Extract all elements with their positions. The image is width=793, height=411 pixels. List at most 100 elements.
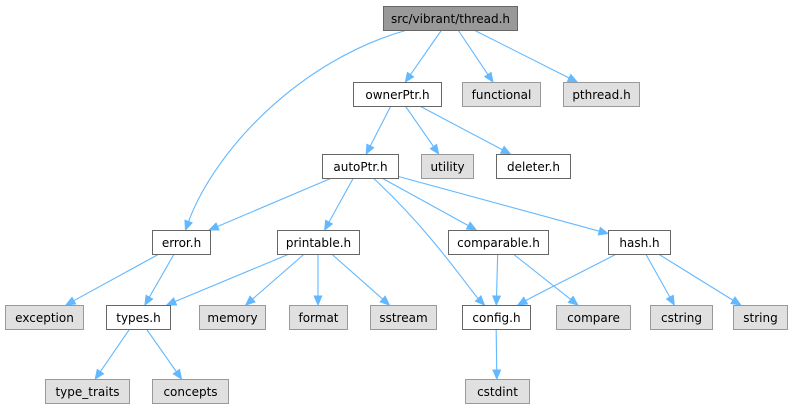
node-label: src/vibrant/thread.h	[391, 12, 510, 26]
edge-printable-to-sstream	[331, 253, 391, 306]
edge-arrowhead	[597, 226, 610, 236]
edge-line	[148, 253, 175, 298]
node-concepts: concepts	[152, 379, 229, 404]
edge-printable-to-types	[165, 253, 290, 306]
node-compare: compare	[556, 305, 631, 330]
node-label: comparable.h	[457, 236, 540, 250]
edge-hash-to-cstring	[645, 253, 675, 307]
node-box	[370, 305, 437, 330]
node-box	[462, 305, 531, 330]
node-printable[interactable]: printable.h	[277, 230, 360, 255]
edge-arrowhead	[244, 295, 256, 306]
node-cstdint: cstdint	[465, 379, 530, 404]
node-hash[interactable]: hash.h	[608, 230, 671, 255]
node-comparable[interactable]: comparable.h	[448, 230, 549, 255]
node-label: string	[743, 311, 777, 325]
edge-arrowhead	[492, 295, 502, 307]
edge-line	[496, 253, 499, 297]
edge-types-to-type_traits	[94, 328, 131, 381]
edge-arrowhead	[499, 145, 512, 155]
edge-line	[217, 177, 332, 227]
edge-config-to-cstdint	[492, 328, 502, 381]
node-label: type_traits	[55, 385, 119, 399]
edge-line	[99, 328, 131, 372]
node-label: error.h	[162, 236, 201, 250]
node-box	[383, 6, 518, 31]
node-label: printable.h	[286, 236, 351, 250]
node-box	[556, 305, 631, 330]
edge-line	[174, 253, 290, 303]
node-string: string	[733, 305, 788, 330]
node-box	[45, 379, 130, 404]
node-box	[650, 305, 713, 330]
node-label: cstring	[661, 311, 702, 325]
node-functional: functional	[462, 82, 541, 107]
edge-arrowhead	[516, 296, 529, 306]
edge-autoPtr-to-config	[372, 177, 486, 306]
edge-line	[369, 105, 392, 147]
edge-arrowhead	[492, 369, 502, 381]
node-error[interactable]: error.h	[152, 230, 211, 255]
edge-hash-to-string	[658, 253, 742, 306]
edge-arrowhead	[566, 73, 579, 83]
node-box	[608, 230, 671, 255]
node-label: utility	[430, 160, 464, 174]
edge-comparable-to-config	[492, 253, 502, 307]
edge-arrowhead	[184, 219, 193, 232]
edge-line	[525, 253, 617, 302]
edge-thread-to-error	[184, 29, 408, 232]
node-box	[199, 305, 266, 330]
edge-line	[658, 253, 734, 301]
node-ownerPtr[interactable]: ownerPtr.h	[353, 82, 442, 107]
edge-line	[331, 253, 384, 300]
edge-line	[252, 253, 305, 300]
node-label: hash.h	[619, 236, 659, 250]
edge-arrowhead	[172, 368, 183, 381]
edge-line	[188, 29, 408, 222]
edge-arrowhead	[365, 143, 375, 156]
edge-line	[404, 105, 434, 147]
node-box	[448, 230, 549, 255]
edge-arrowhead	[64, 296, 77, 306]
edge-line	[419, 105, 503, 151]
node-types[interactable]: types.h	[106, 305, 171, 330]
edge-arrowhead	[313, 295, 323, 307]
node-label: compare	[567, 311, 620, 325]
edge-line	[381, 177, 469, 227]
node-box	[353, 82, 442, 107]
node-box	[322, 154, 399, 179]
edge-autoPtr-to-hash	[397, 175, 610, 236]
node-label: types.h	[116, 311, 160, 325]
edge-line	[328, 177, 354, 223]
node-box	[421, 154, 474, 179]
edge-printable-to-format	[313, 254, 323, 307]
node-label: memory	[207, 311, 257, 325]
edge-line	[397, 175, 600, 232]
edge-line	[495, 328, 498, 371]
node-config[interactable]: config.h	[462, 305, 531, 330]
edge-arrowhead	[165, 297, 178, 306]
edge-arrowhead	[429, 143, 440, 156]
edge-ownerPtr-to-autoPtr	[365, 105, 392, 156]
edges-layer	[64, 29, 742, 381]
node-label: config.h	[472, 311, 520, 325]
nodes-layer: src/vibrant/thread.h ownerPtr.h functional…	[5, 6, 788, 404]
edge-line	[473, 29, 570, 79]
edge-hash-to-config	[516, 253, 617, 306]
edge-arrowhead	[665, 294, 675, 307]
node-deleter[interactable]: deleter.h	[496, 154, 571, 179]
node-exception: exception	[5, 305, 84, 330]
node-memory: memory	[199, 305, 266, 330]
edge-arrowhead	[324, 219, 334, 232]
node-autoPtr[interactable]: autoPtr.h	[322, 154, 399, 179]
node-pthread: pthread.h	[563, 82, 640, 107]
node-box	[5, 305, 84, 330]
edge-arrowhead	[474, 294, 486, 306]
node-label: autoPtr.h	[333, 160, 387, 174]
node-box	[496, 154, 571, 179]
node-box	[733, 305, 788, 330]
node-label: functional	[472, 88, 532, 102]
node-box	[563, 82, 640, 107]
node-label: cstdint	[477, 385, 518, 399]
edge-line	[372, 177, 479, 299]
